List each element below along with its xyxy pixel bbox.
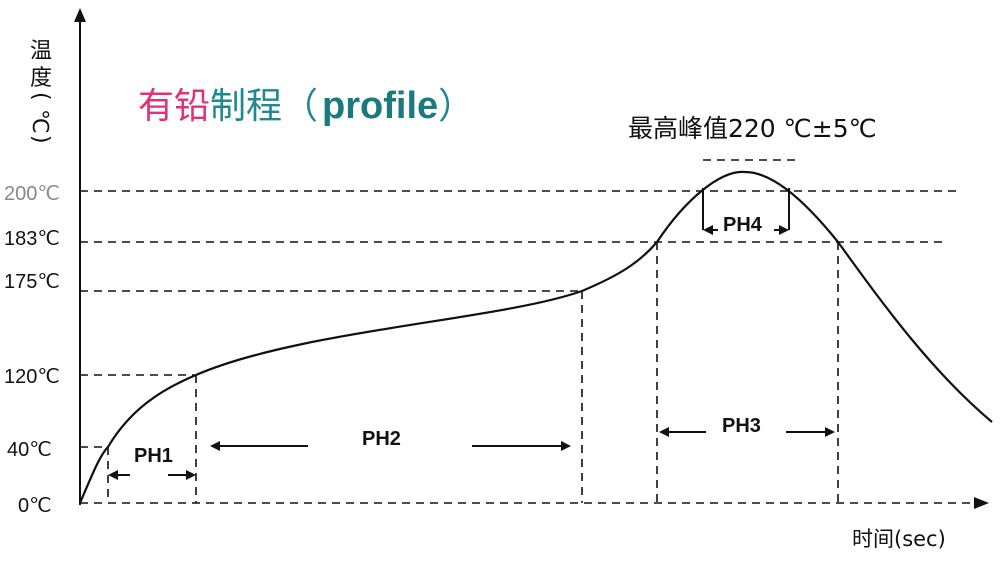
y-axis-label-char-3: (: [28, 92, 53, 101]
y-axis-arrowhead: [74, 8, 86, 22]
peak-temperature-label: 最高峰值220 ℃±5℃: [628, 114, 877, 143]
ytick-183: 183℃: [4, 228, 60, 250]
ytick-120: 120℃: [4, 366, 60, 388]
ytick-40: 40℃: [7, 439, 52, 461]
title-part-4: profile: [322, 85, 438, 127]
y-axis-label-char-1: 温: [30, 39, 52, 64]
y-axis-label-char-4: ℃: [27, 109, 52, 134]
ph2-label: PH2: [362, 428, 401, 450]
title-part-5: ）: [438, 86, 474, 127]
title-part-2: 制程: [210, 86, 282, 127]
ytick-200: 200℃: [4, 183, 60, 205]
diagram-title: 有铅制程（profile）: [138, 85, 474, 127]
title-part-1: 有铅: [138, 86, 210, 127]
ytick-0: 0℃: [18, 495, 52, 517]
y-axis-label-char-2: 度: [30, 66, 52, 91]
ph1-label: PH1: [134, 445, 173, 467]
ytick-175: 175℃: [4, 271, 60, 293]
reflow-curve: [78, 170, 993, 504]
ph4-label: PH4: [723, 214, 763, 236]
x-axis-label: 时间(sec): [852, 527, 946, 551]
y-axis-label-char-5: ): [28, 135, 53, 144]
x-axis-arrowhead: [974, 497, 989, 509]
title-part-3: （: [282, 86, 318, 127]
ph3-label: PH3: [722, 415, 761, 437]
